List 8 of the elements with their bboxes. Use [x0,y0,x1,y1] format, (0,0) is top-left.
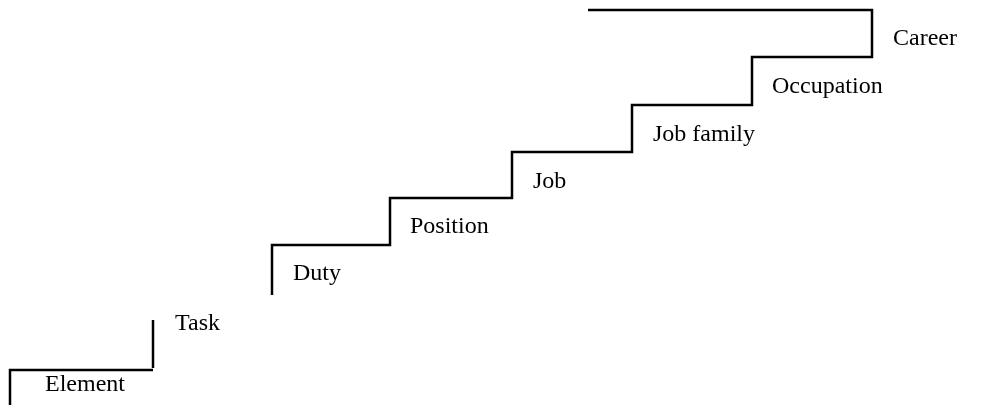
step-label: Element [45,369,125,397]
step-label: Position [410,211,489,239]
step-label: Job [533,166,567,194]
step-label: Occupation [772,71,883,99]
step-label: Task [175,308,220,336]
step-label: Career [893,23,957,51]
step-label: Duty [293,258,341,286]
step-label: Job family [653,119,755,147]
